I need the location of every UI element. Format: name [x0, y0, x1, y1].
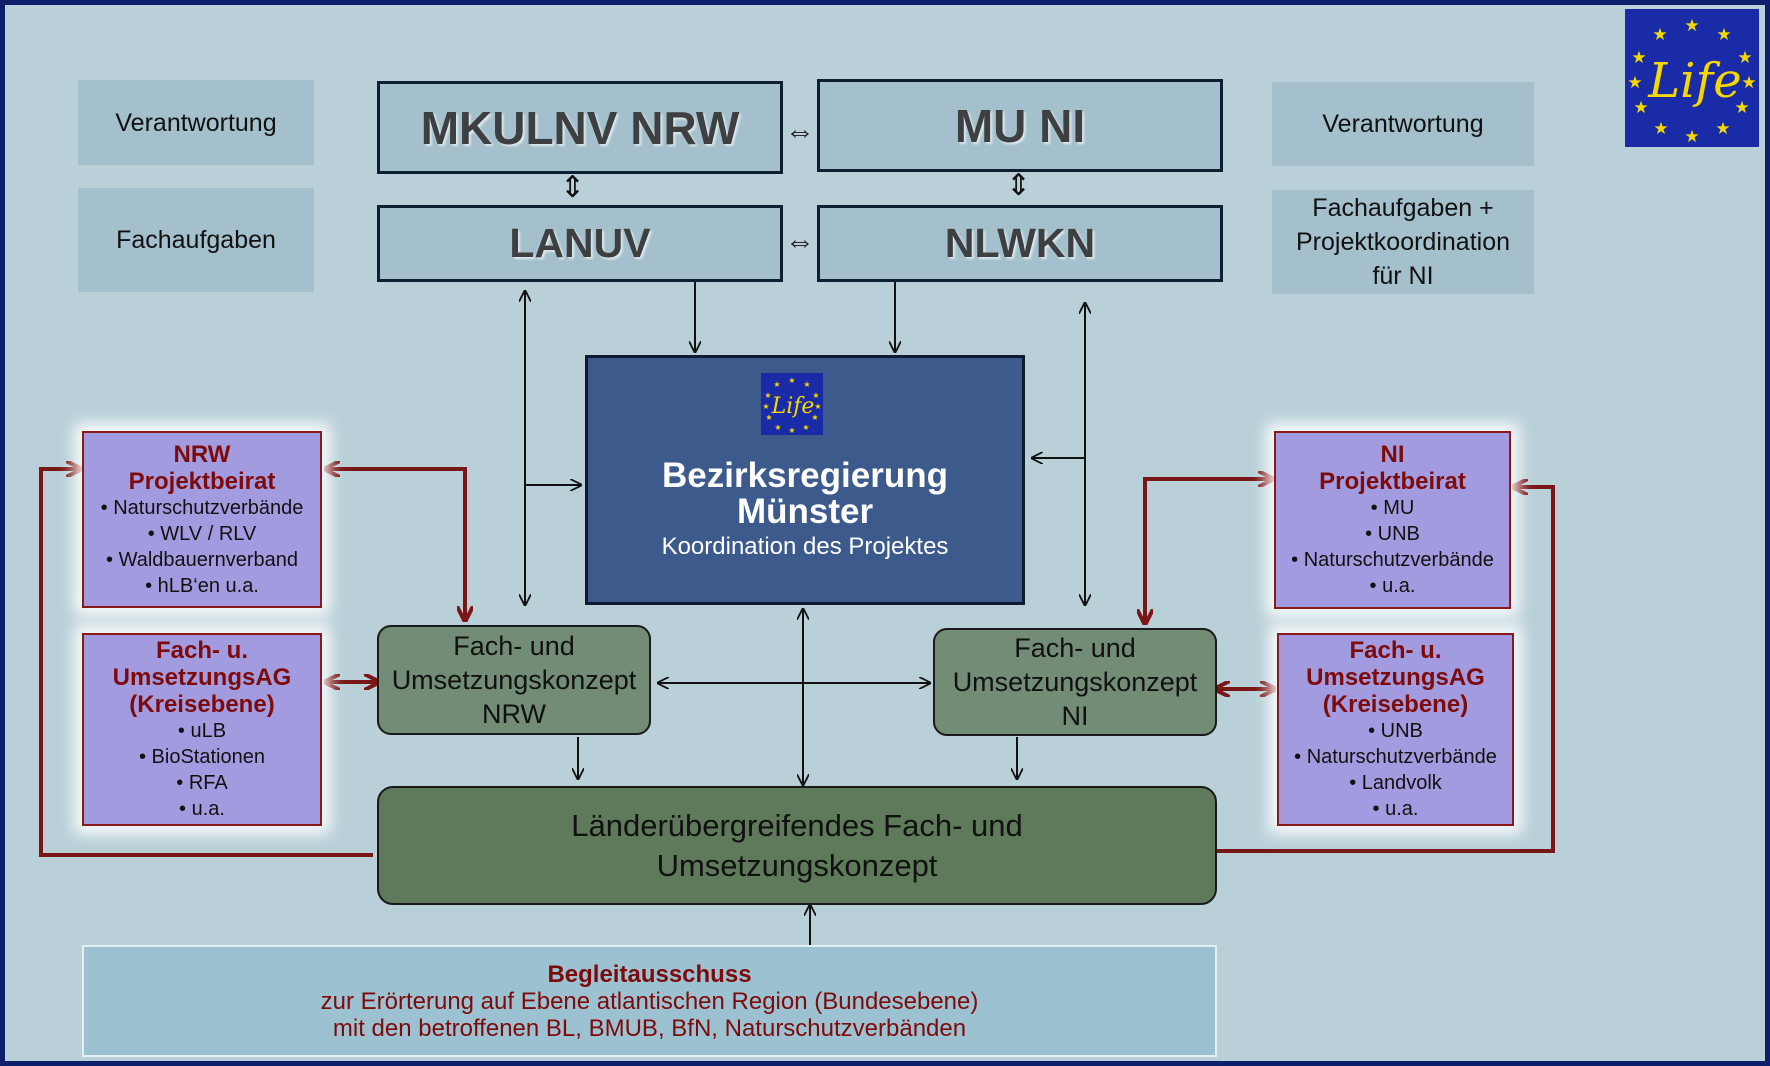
svg-text:★: ★ [1715, 119, 1730, 139]
red-arrow-nrw-beirat-to-concept [327, 469, 465, 619]
box-begleitausschuss: Begleitausschuss zur Erörterung auf Eben… [82, 945, 1217, 1057]
svg-text:★: ★ [1631, 48, 1646, 68]
svg-text:★: ★ [803, 380, 810, 389]
eu-life-logo: ★★★ ★★★ ★★★ ★★★ Life [1625, 9, 1759, 147]
central-subtitle: Koordination des Projektes [661, 533, 949, 560]
list-item: • u.a. [1372, 798, 1419, 820]
box-nrw-projektbeirat: NRW Projektbeirat • Naturschutzverbände … [82, 431, 322, 608]
central-title-line2: Münster [736, 492, 874, 531]
double-arrow-horizontal-icon: ⇔ [785, 225, 815, 258]
label-responsibility-left: Verantwortung [78, 80, 314, 165]
central-text: Bezirksregierung Münster Koordination de… [588, 458, 1022, 564]
eu-life-logo-graphic: ★★★ ★★★ ★★★ ★★★ Life [1627, 16, 1756, 147]
red-arrow-joint-to-ni-beirat [1217, 487, 1555, 853]
double-arrow-horizontal-icon: ⇔ [785, 115, 815, 148]
svg-text:★: ★ [788, 426, 795, 435]
svg-text:★: ★ [774, 423, 781, 432]
svg-text:★: ★ [1741, 73, 1756, 93]
svg-text:★: ★ [764, 391, 771, 400]
box-bezirksregierung: ★★★ ★★★ ★★★ ★★★ Life Bezirksregierung Mü… [585, 355, 1025, 605]
red-arrow-ni-beirat-to-concept [1145, 479, 1271, 622]
central-title-line1: Bezirksregierung [662, 456, 948, 495]
box-mkulnv-nrw: MKULNV NRW [377, 81, 783, 174]
list-item: • MU [1370, 497, 1415, 519]
svg-text:★: ★ [1737, 48, 1752, 68]
svg-text:Life: Life [1647, 53, 1741, 109]
svg-text:★: ★ [773, 380, 780, 389]
svg-text:★: ★ [1633, 98, 1648, 118]
eu-life-logo-small: ★★★ ★★★ ★★★ ★★★ Life [761, 373, 823, 435]
svg-text:★: ★ [802, 423, 809, 432]
svg-text:★: ★ [765, 413, 772, 422]
list-item: • UNB [1365, 523, 1420, 545]
svg-text:★: ★ [812, 391, 819, 400]
svg-text:★: ★ [1653, 119, 1668, 139]
list-item: • u.a. [179, 798, 225, 820]
box-ni-projektbeirat: NI Projektbeirat • MU • UNB • Naturschut… [1274, 431, 1511, 609]
list-item: • Waldbauernverband [106, 548, 298, 571]
list-item: • uLB [177, 720, 227, 742]
list-item: • Naturschutzverbände [1294, 746, 1497, 768]
list-item: • BioStationen [139, 746, 265, 768]
svg-text:★: ★ [1627, 73, 1642, 93]
box-nlwkn: NLWKN [817, 205, 1223, 282]
list-item: • Landvolk [1349, 772, 1442, 794]
box-lanuv: LANUV [377, 205, 783, 282]
svg-text:★: ★ [1684, 16, 1699, 36]
label-responsibility-right: Verantwortung [1272, 82, 1534, 166]
list-item: • Naturschutzverbände [1291, 549, 1494, 571]
list-item: • RFA [176, 772, 228, 794]
box-ni-umsetzungsag: Fach- u. UmsetzungsAG (Kreisebene) • UNB… [1277, 633, 1514, 826]
svg-text:★: ★ [762, 402, 769, 411]
svg-text:★: ★ [1716, 25, 1731, 45]
double-arrow-vertical-icon: ⇕ [560, 171, 586, 204]
box-concept-nrw: Fach- und Umsetzungskonzept NRW [377, 625, 651, 735]
list-item: • WLV / RLV [147, 522, 257, 545]
svg-text:★: ★ [811, 413, 818, 422]
svg-text:★: ★ [1734, 98, 1749, 118]
box-mu-ni: MU NI [817, 79, 1223, 172]
box-concept-ni: Fach- und Umsetzungskonzept NI [933, 628, 1217, 736]
svg-text:Life: Life [771, 394, 815, 419]
list-item: • u.a. [1369, 575, 1416, 597]
double-arrow-vertical-icon: ⇕ [1006, 169, 1032, 202]
eu-life-logo-small-graphic: ★★★ ★★★ ★★★ ★★★ Life [762, 376, 821, 435]
list-item: • hLB‘en u.a. [145, 574, 259, 597]
label-tasks-right: Fachaufgaben + Projektkoordination für N… [1272, 190, 1534, 294]
svg-text:★: ★ [1684, 127, 1699, 147]
list-item: • Naturschutzverbände [100, 496, 304, 519]
list-item: • UNB [1368, 720, 1423, 742]
label-tasks-left: Fachaufgaben [78, 188, 314, 292]
box-concept-joint: Länderübergreifendes Fach- und Umsetzung… [377, 786, 1217, 905]
svg-text:★: ★ [788, 376, 795, 385]
red-arrow-joint-to-nrw-beirat [39, 469, 373, 857]
svg-text:★: ★ [1652, 25, 1667, 45]
box-nrw-umsetzungsag: Fach- u. UmsetzungsAG (Kreisebene) • uLB… [82, 633, 322, 826]
svg-text:★: ★ [814, 402, 821, 411]
connectors [39, 278, 1555, 1061]
